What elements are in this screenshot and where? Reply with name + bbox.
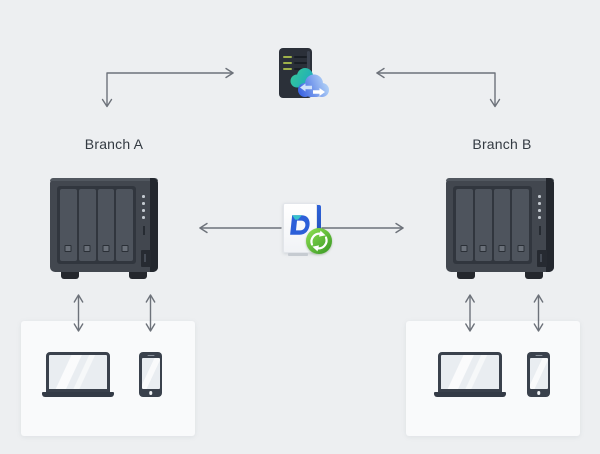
phone-speaker (147, 354, 154, 357)
nas-foot (61, 272, 79, 279)
nas-body (50, 178, 158, 272)
nas-foot (129, 272, 147, 279)
nas-drive-bays (57, 186, 136, 264)
nas-power-button (141, 250, 151, 267)
nas-drive-bays (453, 186, 532, 264)
nas-status-leds (138, 186, 149, 264)
arrow-server-branch-a (101, 67, 234, 108)
nas-power-button (537, 250, 547, 267)
server-led-row (283, 56, 312, 58)
nas-body (446, 178, 554, 272)
nas-branch-b-icon (446, 178, 554, 279)
drive-bay (60, 189, 77, 261)
drive-bay (456, 189, 473, 261)
branch-a-label: Branch A (84, 136, 144, 152)
phone-screen (529, 358, 548, 389)
usb-port (142, 225, 145, 235)
nas-foot (457, 272, 475, 279)
phone-screen (141, 358, 160, 389)
server-led-row (283, 62, 312, 64)
sync-arrow-right (313, 88, 325, 96)
drive-bay (474, 189, 492, 261)
laptop-base (42, 392, 114, 397)
laptop-icon (434, 352, 506, 397)
laptop-icon (42, 352, 114, 397)
server-led-row (283, 68, 312, 70)
laptop-screen (46, 352, 110, 392)
nas-side-edge (546, 178, 554, 272)
drive-bay (97, 189, 115, 261)
arrow-sync-to-branch-b (321, 222, 404, 234)
drive-bay (512, 189, 529, 261)
phone-home-button (536, 391, 541, 395)
drive-bay (116, 189, 133, 261)
arrow-sync-to-branch-a (199, 222, 282, 234)
nas-status-leds (534, 186, 545, 264)
nas-foot (525, 272, 543, 279)
drive-bay (493, 189, 511, 261)
sync-arrow-left (300, 83, 312, 92)
branch-b-label: Branch B (472, 136, 532, 152)
laptop-base (434, 392, 506, 397)
drive-bay (78, 189, 96, 261)
drive-sharesync-icon (283, 203, 332, 256)
arrow-server-branch-b (376, 67, 501, 108)
nas-side-edge (150, 178, 158, 272)
drive-logo-icon (290, 215, 310, 235)
usb-port (538, 225, 541, 235)
phone-home-button (148, 391, 153, 395)
package-base (288, 253, 308, 256)
nas-branch-a-icon (50, 178, 158, 279)
laptop-screen (438, 352, 502, 392)
phone-speaker (535, 354, 542, 357)
cloud-sync-icon (290, 68, 329, 97)
smartphone-icon (527, 352, 550, 397)
sync-badge-icon (306, 228, 332, 254)
smartphone-icon (139, 352, 162, 397)
